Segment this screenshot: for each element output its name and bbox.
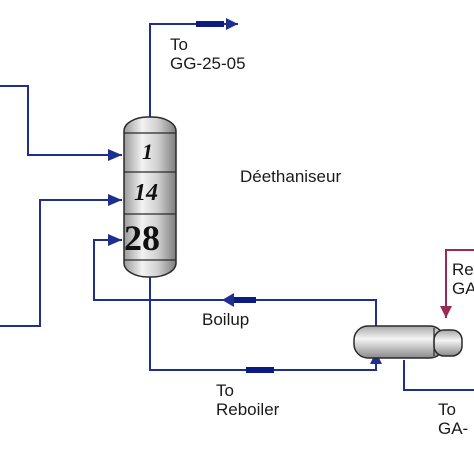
bottoms-to-reboiler-line[interactable] [149,276,377,371]
boilup-line[interactable] [93,239,377,326]
column-name-label: Déethaniseur [240,167,342,186]
reboiler-outlet-destination-label: GA- [438,419,469,438]
to-reboiler-to-label: To [216,381,234,400]
boilup-inlet-arrowhead [108,234,122,246]
reboiler-return-label-line1: Re [452,260,474,279]
deethanizer-column[interactable] [123,116,177,278]
boilup-label: Boilup [202,310,250,329]
reboiler-shell [353,325,445,359]
boilup-direction-arrowhead [222,293,234,307]
reboiler-return-label-line2: GA [452,279,474,298]
reboiler-return-line[interactable] [445,249,474,318]
feed-upper-arrowhead [108,149,122,161]
overhead-to-label: To [170,35,188,54]
tray-number-bottom: 28 [124,218,160,258]
reboiler-vessel[interactable] [353,325,463,359]
boilup-stream-arrow [228,297,256,303]
return-arrowhead [440,306,452,318]
to-reboiler-stream-arrow [246,367,274,373]
tray-number-top: 1 [142,139,153,164]
feed-stream-lower[interactable] [0,199,122,327]
overhead-stream-arrow [196,21,224,27]
tray-number-feed: 14 [134,180,158,206]
overhead-destination-label: GG-25-05 [170,54,246,73]
reboiler-head [433,329,463,357]
feed-lower-arrowhead [108,194,122,206]
feed-stream-upper[interactable] [0,85,122,156]
reboiler-outlet-to-label: To [438,400,456,419]
overhead-arrowhead [226,18,238,30]
to-reboiler-destination-label: Reboiler [216,400,280,419]
reboiler-outlet-line[interactable] [403,360,474,391]
column-shell [123,116,177,278]
